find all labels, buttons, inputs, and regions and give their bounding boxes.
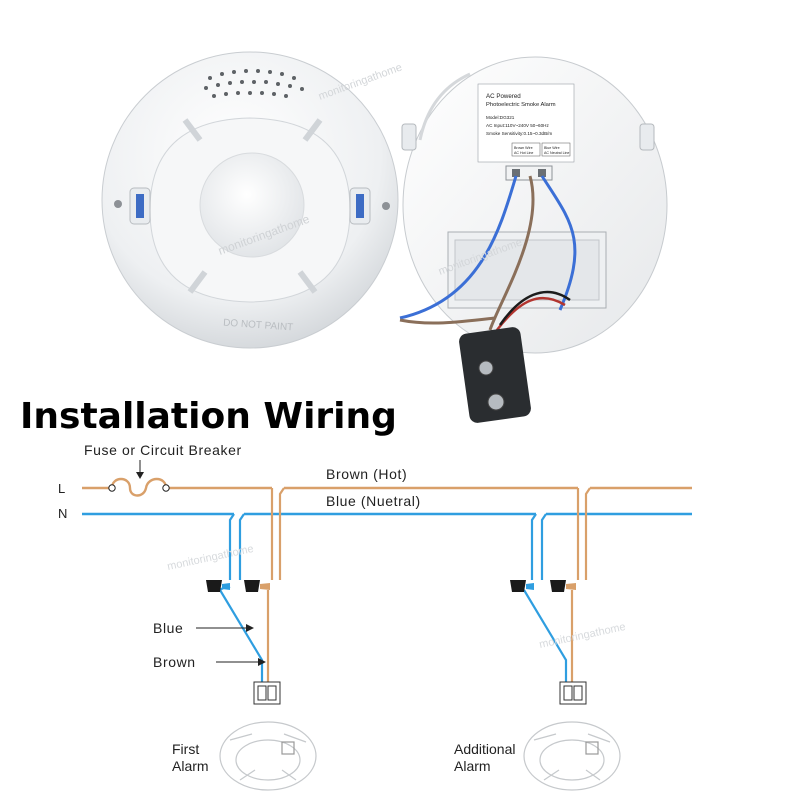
watermark-4: monitoringathome [166, 543, 255, 573]
label-model: Model:DG321 [486, 115, 515, 120]
product-label: AC Powered Photoelectric Smoke Alarm Mod… [477, 83, 575, 163]
first-alarm-label-1: First [172, 741, 199, 757]
detector-front-photo: DO NOT PAINT [101, 51, 399, 349]
terminal-block-2 [559, 681, 587, 705]
additional-alarm-label-1: Additional [454, 741, 516, 757]
label-line2: Photoelectric Smoke Alarm [486, 102, 556, 108]
drop-additional-alarm [523, 487, 591, 682]
blue-pointer-label: Blue [153, 620, 183, 636]
terminal-block-1 [253, 681, 281, 705]
watermark-5: monitoringathome [538, 621, 627, 651]
label-input: AC Input:110V~240V 50~60Hz [486, 123, 549, 128]
first-alarm-label-2: Alarm [172, 758, 209, 774]
detector-back-photo: AC Powered Photoelectric Smoke Alarm Mod… [399, 56, 668, 423]
label-blue-wire: Blue Wire [544, 146, 560, 150]
additional-alarm-sketch [523, 721, 621, 791]
brown-pointer-label: Brown [153, 654, 196, 670]
line-n-label: N [58, 506, 67, 521]
label-brown-wire: Brown Wire [514, 146, 533, 150]
label-brown-line: AC Hot Line [514, 151, 533, 155]
fuse-label: Fuse or Circuit Breaker [84, 442, 242, 458]
do-not-paint-embossing: DO NOT PAINT [223, 318, 294, 334]
wiring-diagram: Fuse or Circuit Breaker L N Brown (Hot) … [58, 442, 692, 791]
label-sensitivity: Smoke Sensitivity:0.15~0.3dB/m [486, 131, 552, 136]
wire-nut-connectors-1 [206, 580, 270, 592]
first-alarm-sketch [219, 721, 317, 791]
drop-first-alarm [219, 487, 285, 682]
blue-neutral-label: Blue (Nuetral) [326, 493, 421, 509]
label-line1: AC Powered [486, 93, 521, 100]
line-l-label: L [58, 481, 65, 496]
label-blue-line: AC Neutral Line [544, 151, 569, 155]
vent-holes [204, 69, 304, 98]
brown-hot-label: Brown (Hot) [326, 466, 407, 482]
additional-alarm-label-2: Alarm [454, 758, 491, 774]
wire-nut-connectors-2 [510, 580, 576, 592]
fuse-symbol [108, 484, 170, 492]
page-title: Installation Wiring [20, 396, 397, 437]
brown-hot-line [82, 477, 692, 497]
